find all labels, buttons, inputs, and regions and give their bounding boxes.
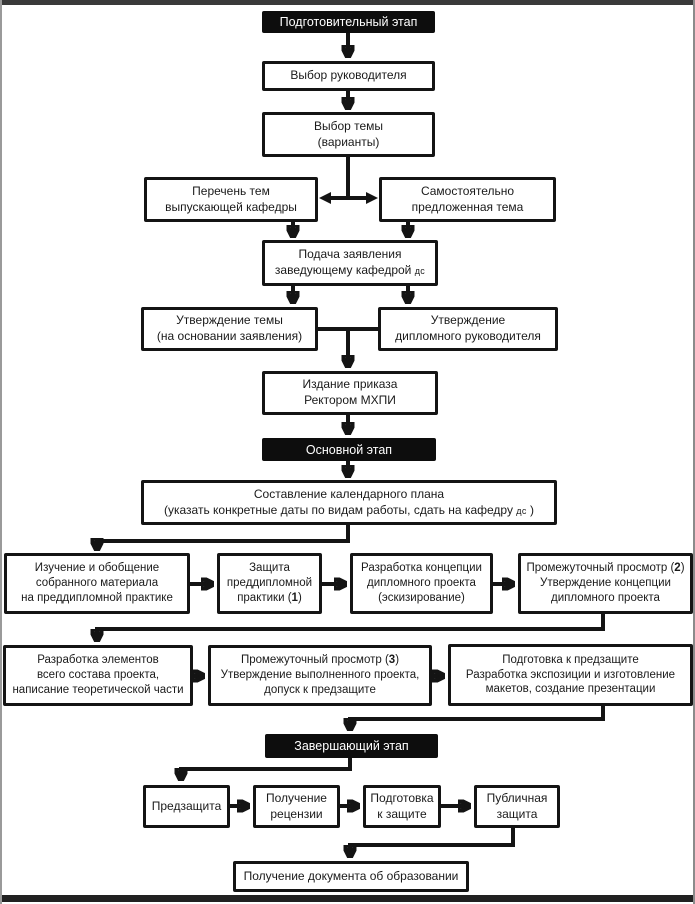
stage-main: Основной этап (262, 438, 436, 461)
node-rector-order-label: Издание приказа Ректором МХПИ (302, 377, 398, 407)
practice-defense-number: 1 (291, 591, 298, 604)
node-approve-supervisor-label: Утверждение дипломного руководителя (395, 313, 541, 343)
node-predefense-preparation-label: Подготовка к предзащите Разработка экспо… (465, 653, 676, 696)
review2-text: Промежуточный просмотр ( (526, 562, 675, 575)
frame-bottom-bar (0, 895, 695, 902)
node-review-receipt-label: Получение рецензии (266, 790, 327, 821)
node-practice-defense: Защита преддипломной практики (1) (217, 553, 322, 614)
node-public-defense: Публичная защита (474, 785, 560, 828)
calendar-line2-close: ) (526, 502, 534, 517)
review3-rest: ) Утверждение выполненного проекта, допу… (220, 654, 420, 696)
elbow-public-to-diploma (350, 828, 515, 856)
node-choose-supervisor: Выбор руководителя (262, 61, 435, 91)
node-defense-preparation: Подготовка к защите (363, 785, 441, 828)
frame-right-edge (693, 0, 695, 904)
node-approve-topic-label: Утверждение темы (на основании заявления… (156, 313, 303, 343)
frame-left-edge (0, 0, 2, 904)
calendar-line2: (указать конкретные даты по видам работы… (164, 502, 517, 517)
node-calendar-plan: Составление календарного плана (указать … (141, 480, 557, 525)
stage-final-label: Завершающий этап (294, 739, 409, 753)
node-study-material-label: Изучение и обобщение собранного материал… (21, 562, 173, 604)
node-concept-development-label: Разработка концепции дипломного проекта … (361, 562, 482, 604)
node-elements-development: Разработка элементов всего состава проек… (3, 645, 193, 706)
node-public-defense-label: Публичная защита (486, 790, 548, 821)
node-interim-review-2-label: Промежуточный просмотр (2) Утверждение к… (526, 561, 684, 605)
node-study-material: Изучение и обобщение собранного материал… (4, 553, 190, 614)
stage-preparatory: Подготовительный этап (262, 11, 435, 33)
review3-text: Промежуточный просмотр ( (240, 654, 389, 667)
node-review-receipt: Получение рецензии (253, 785, 340, 828)
elbow-predefenseprep-to-finalstage (350, 706, 605, 729)
node-diploma-document-label: Получение документа об образовании (243, 868, 459, 883)
node-approve-supervisor: Утверждение дипломного руководителя (378, 307, 558, 351)
calendar-line1: Составление календарного плана (253, 486, 445, 501)
node-predefense: Предзащита (143, 785, 230, 828)
node-own-topic-label: Самостоятельно предложенная тема (411, 183, 524, 214)
frame-top-bar (0, 0, 695, 5)
node-application-text: Подача заявления заведующему кафедрой (274, 247, 412, 277)
stage-final: Завершающий этап (265, 734, 438, 758)
node-dept-topic-list-label: Перечень тем выпускающей кафедры (165, 183, 297, 214)
double-arrow-right-head (366, 192, 378, 204)
review3-number: 3 (388, 654, 396, 667)
node-concept-development: Разработка концепции дипломного проекта … (350, 553, 493, 614)
node-elements-development-label: Разработка элементов всего состава проек… (12, 654, 184, 696)
node-defense-preparation-label: Подготовка к защите (370, 790, 434, 821)
node-application-dept-abbr: дс (414, 266, 426, 276)
node-choose-topic: Выбор темы (варианты) (262, 112, 435, 157)
practice-defense-text: Защита преддипломной практики ( (226, 562, 313, 604)
stage-preparatory-label: Подготовительный этап (279, 15, 418, 29)
review2-rest: ) Утверждение концепции дипломного проек… (540, 562, 685, 604)
node-application-label: Подача заявления заведующему кафедрой дс (275, 247, 425, 279)
practice-defense-close: ) (297, 591, 302, 604)
node-predefense-preparation: Подготовка к предзащите Разработка экспо… (448, 644, 693, 706)
node-calendar-plan-label: Составление календарного плана (указать … (164, 487, 534, 519)
node-interim-review-3-label: Промежуточный просмотр (3) Утверждение в… (221, 653, 420, 697)
node-own-topic: Самостоятельно предложенная тема (379, 177, 556, 222)
elbow-finalstage-to-predefense (181, 758, 352, 779)
elbow-review2-to-elements (97, 614, 605, 640)
node-choose-topic-label: Выбор темы (варианты) (313, 118, 384, 149)
node-application: Подача заявления заведующему кафедрой дс (262, 240, 438, 286)
elbow-calendar-to-study (97, 525, 350, 549)
calendar-dept-abbr: дс (516, 505, 527, 516)
node-interim-review-2: Промежуточный просмотр (2) Утверждение к… (518, 553, 693, 614)
node-practice-defense-label: Защита преддипломной практики (1) (227, 561, 312, 605)
node-rector-order: Издание приказа Ректором МХПИ (262, 371, 438, 415)
node-diploma-document: Получение документа об образовании (233, 861, 469, 892)
node-choose-supervisor-label: Выбор руководителя (290, 68, 407, 83)
double-arrow-left-head (319, 192, 331, 204)
node-dept-topic-list: Перечень тем выпускающей кафедры (144, 177, 318, 222)
node-predefense-label: Предзащита (151, 798, 222, 813)
review2-number: 2 (674, 562, 681, 575)
stage-main-label: Основной этап (305, 442, 393, 457)
node-interim-review-3: Промежуточный просмотр (3) Утверждение в… (208, 645, 432, 706)
node-approve-topic: Утверждение темы (на основании заявления… (141, 307, 318, 351)
